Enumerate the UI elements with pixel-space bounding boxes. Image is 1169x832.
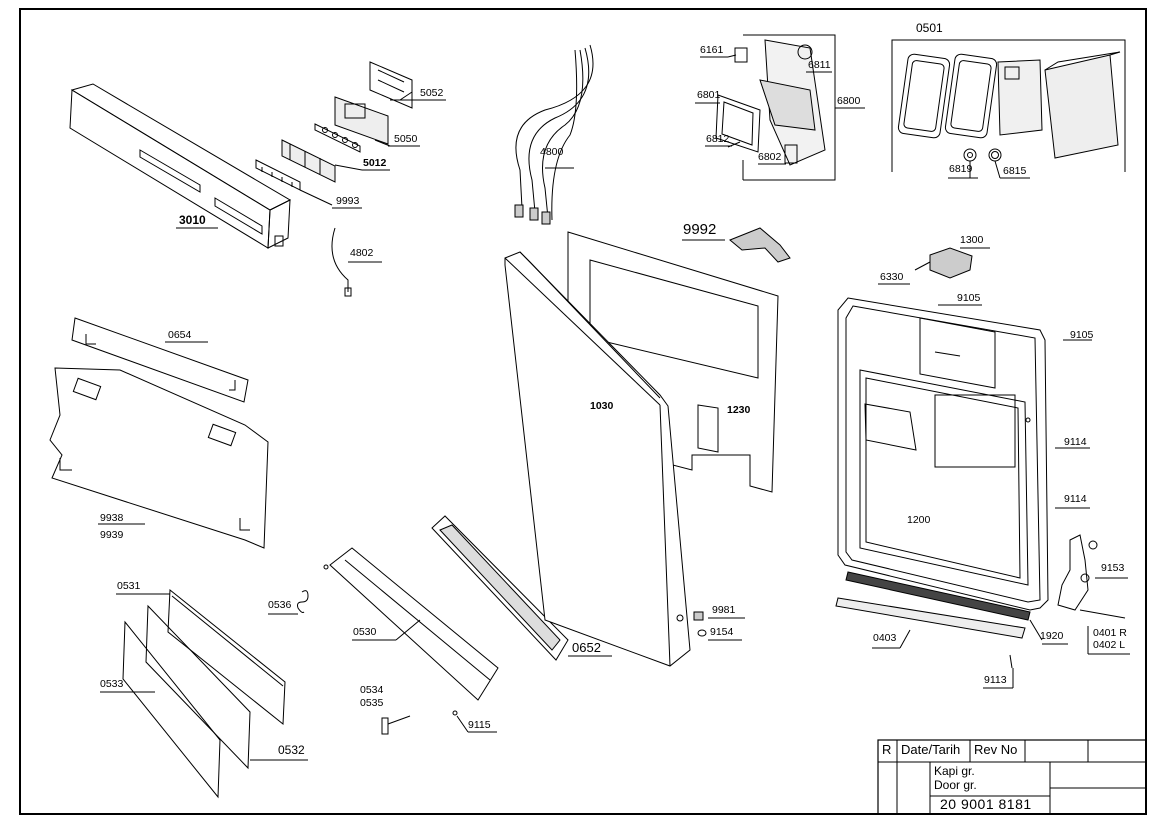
display-module-5050 [334,96,389,145]
button-strip-5050 [314,123,361,153]
control-panel-fascia [69,83,292,249]
dispenser-group-6800 [695,34,865,181]
lower-cover-0530 [323,547,499,701]
right-leader-lines [938,304,1092,509]
drawing-frame [19,8,1147,815]
group-0501 [891,39,1126,179]
screw-9113 [983,654,1014,689]
door-panel-1030 [504,251,691,667]
screw-9115 [452,710,497,733]
hinge-pin-0534 [381,715,411,735]
plinth-0533 [100,620,221,799]
handle-strip-0652 [431,515,612,661]
hinge-9153 [1057,534,1128,619]
leader-lines-top-left [176,91,446,263]
plinth-0531 [116,588,286,726]
bracket-9992 [682,227,791,263]
electronic-module-5012 [281,139,336,183]
insulation-panel-0654 [71,317,249,403]
seal-1920 [1029,619,1068,645]
wiring-harness-4800 [514,44,594,225]
bracket-5052 [369,61,413,109]
rail-0403 [835,597,1026,649]
plinth-0532 [145,604,308,770]
control-board-9993 [255,159,301,191]
small-parts-9981-9154 [693,611,745,641]
bracket-0401-0402 [1087,626,1130,655]
insulation-board-9938 [49,367,269,549]
cable-4802 [331,227,352,297]
vent-module-1300 [878,247,990,285]
spring-0536 [268,590,309,615]
title-block [877,739,1147,815]
inner-door-1200 [837,297,1049,621]
